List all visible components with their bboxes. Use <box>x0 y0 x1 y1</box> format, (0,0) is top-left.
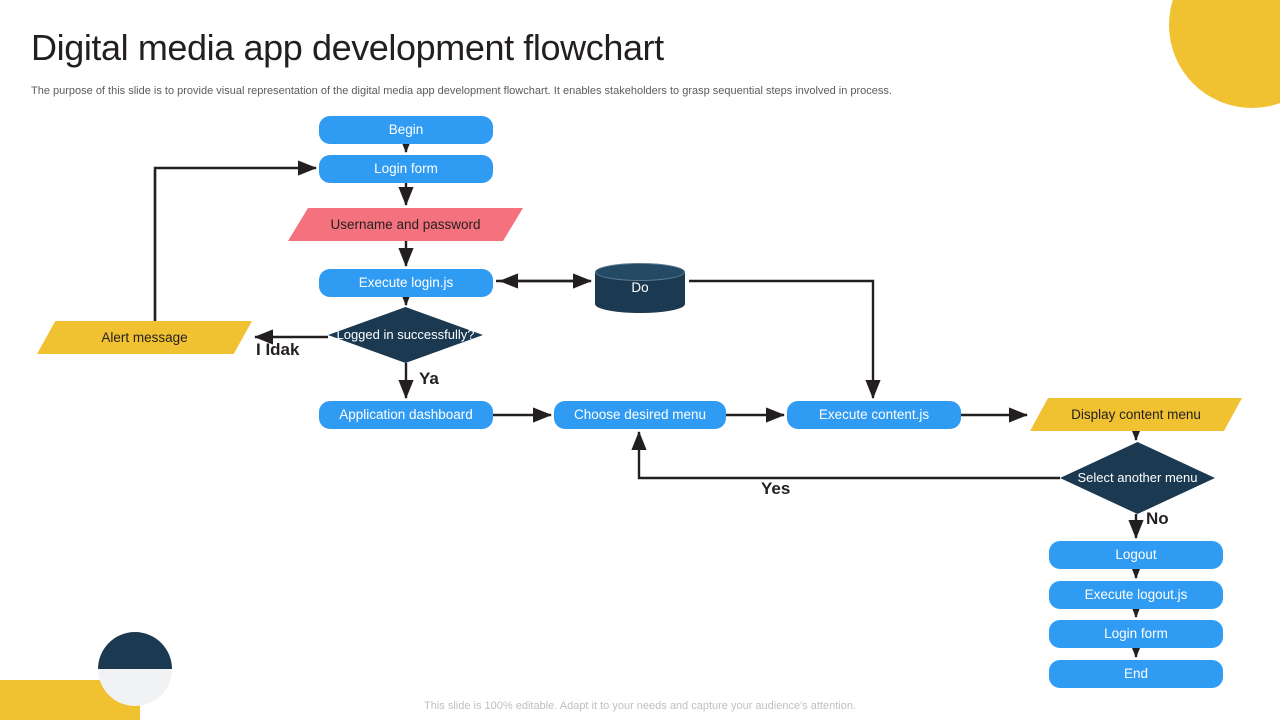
node-label: Login form <box>1104 626 1168 642</box>
node-label: Execute login.js <box>358 275 454 291</box>
parallelogram-shape <box>37 321 252 354</box>
node-label: Application dashboard <box>339 407 473 423</box>
node-label: Choose desired menu <box>573 407 707 423</box>
node-label: Execute logout.js <box>1084 587 1188 603</box>
node-label: Logout <box>1115 547 1157 563</box>
node-choose-desired-menu[interactable]: Choose desired menu <box>554 401 726 429</box>
node-display-content-menu[interactable]: Display content menu <box>1030 398 1242 431</box>
node-label: Do <box>631 280 649 296</box>
edge-label-tidak: I Idak <box>256 340 300 359</box>
node-label: Begin <box>388 122 424 138</box>
node-username-and-password[interactable]: Username and password <box>288 208 523 241</box>
node-label: Login form <box>374 161 438 177</box>
node-login-form-1[interactable]: Login form <box>319 155 493 183</box>
node-database-do[interactable]: Do <box>595 263 685 313</box>
edge-label-ya: Ya <box>419 369 439 388</box>
node-begin[interactable]: Begin <box>319 116 493 144</box>
node-label: Select another menu <box>1077 469 1198 485</box>
slide-footer-note: This slide is 100% editable. Adapt it to… <box>424 700 856 712</box>
node-application-dashboard[interactable]: Application dashboard <box>319 401 493 429</box>
edge-label-no: No <box>1146 509 1169 528</box>
node-label: Display content menu <box>1071 406 1201 422</box>
node-label: Logged in successfully? <box>336 326 475 342</box>
parallelogram-shape <box>288 208 523 241</box>
node-label: End <box>1123 666 1149 682</box>
node-label: Username and password <box>330 216 481 232</box>
node-logged-in-successfully[interactable]: Logged in successfully? <box>328 307 483 363</box>
node-select-another-menu[interactable]: Select another menu <box>1060 442 1215 514</box>
node-login-form-2[interactable]: Login form <box>1049 620 1223 648</box>
node-end[interactable]: End <box>1049 660 1223 688</box>
page-subtitle: The purpose of this slide is to provide … <box>31 85 892 97</box>
cylinder-top <box>595 263 685 281</box>
page-title: Digital media app development flowchart <box>31 27 664 68</box>
node-label: Alert message <box>101 329 188 345</box>
node-logout[interactable]: Logout <box>1049 541 1223 569</box>
edge-label-yes: Yes <box>761 479 791 498</box>
node-label: Execute content.js <box>818 407 930 423</box>
node-execute-login-js[interactable]: Execute login.js <box>319 269 493 297</box>
node-execute-logout-js[interactable]: Execute logout.js <box>1049 581 1223 609</box>
node-alert-message[interactable]: Alert message <box>37 321 252 354</box>
parallelogram-shape <box>1030 398 1242 431</box>
node-execute-content-js[interactable]: Execute content.js <box>787 401 961 429</box>
